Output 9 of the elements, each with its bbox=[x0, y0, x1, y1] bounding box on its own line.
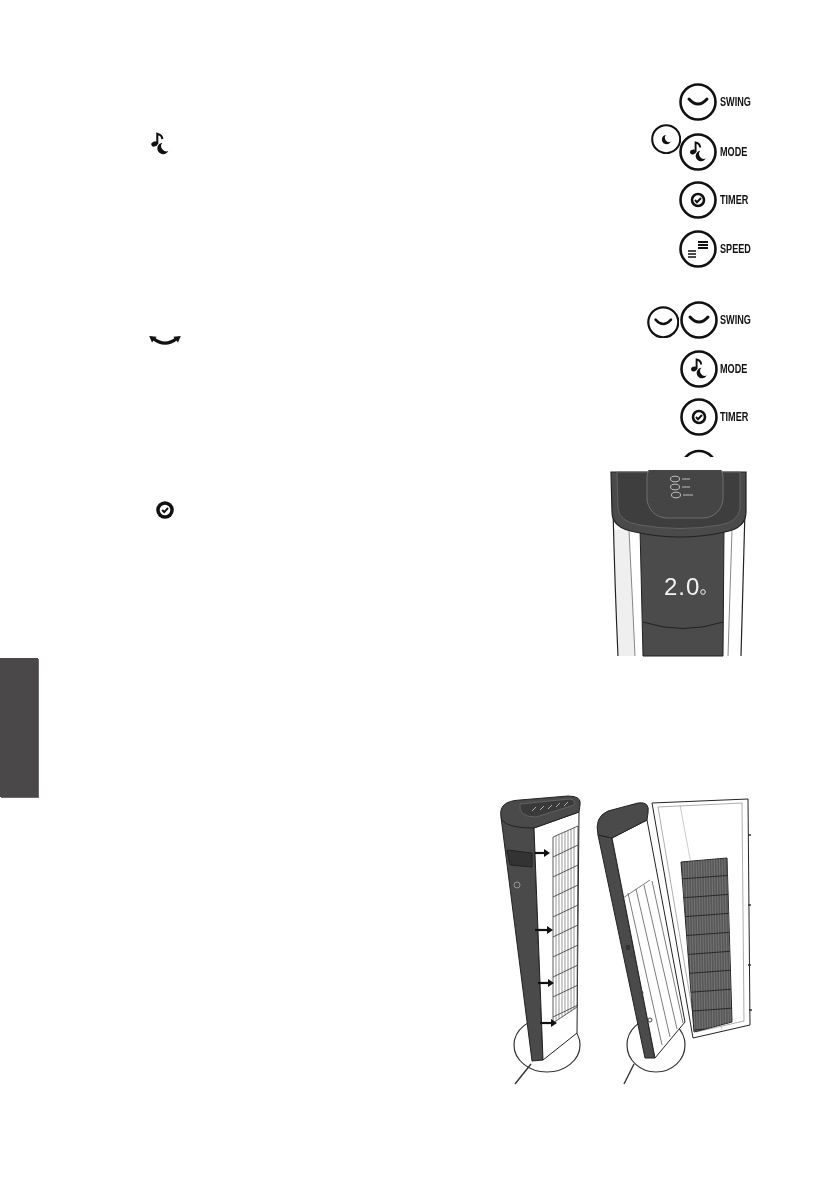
button-label: MODE bbox=[720, 363, 748, 375]
button-label: TIMER bbox=[720, 411, 749, 423]
button-label: SWING bbox=[720, 96, 751, 108]
side-tab bbox=[0, 658, 38, 797]
button-label: SWING bbox=[720, 314, 751, 326]
display-readout: 2.0 bbox=[664, 576, 701, 598]
button-label: TIMER bbox=[720, 194, 749, 206]
button-label: MODE bbox=[720, 146, 748, 158]
button-label: SPEED bbox=[720, 243, 751, 255]
